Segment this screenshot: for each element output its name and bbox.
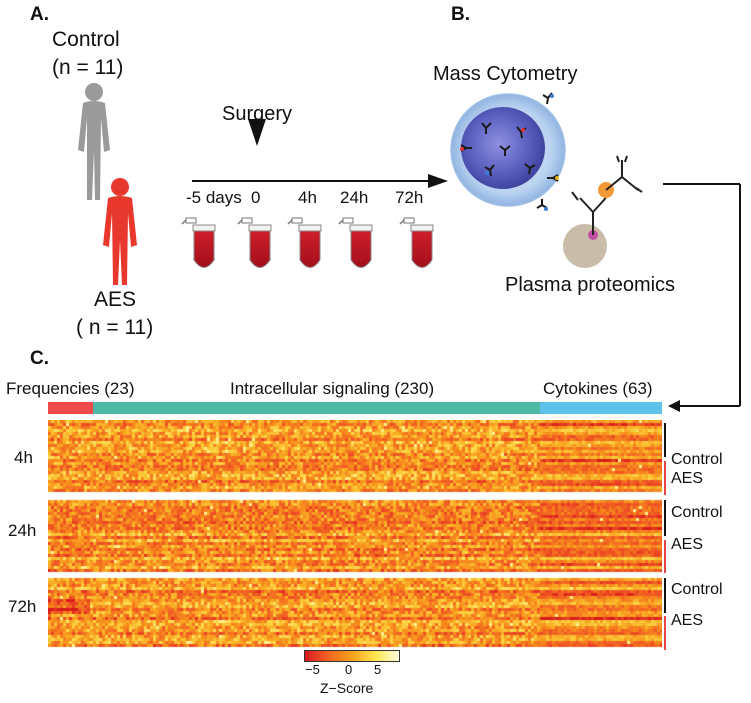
blood-tube-icon — [237, 217, 272, 268]
group-bracket-aes — [664, 540, 666, 573]
timepoint-label: 4h — [298, 188, 317, 207]
aes-count: ( n = 11) — [76, 316, 154, 339]
panel-label-b: B. — [451, 4, 470, 25]
category-label-cytokines: Cytokines (63) — [543, 379, 653, 398]
category-segment-cytokines — [539, 402, 662, 414]
blood-tube-icon — [338, 217, 373, 268]
colorbar-tick: 5 — [374, 662, 382, 677]
heatmap-timepoint-24h: 24h — [8, 521, 37, 540]
group-label-aes: AES — [671, 536, 704, 553]
heatmap-timepoint-72h: 72h — [8, 597, 37, 616]
group-bracket-aes — [664, 461, 666, 495]
group-bracket-control — [664, 578, 666, 613]
colorbar — [304, 650, 400, 662]
colorbar-tick: −5 — [305, 662, 320, 677]
group-bracket-control — [664, 500, 666, 536]
category-color-bar — [48, 402, 662, 414]
surgery-label: Surgery — [222, 103, 293, 125]
category-segment-frequencies — [48, 402, 93, 414]
colorbar-tick: 0 — [345, 662, 353, 677]
group-label-control: Control — [671, 581, 723, 598]
aes-title: AES — [94, 288, 137, 311]
blood-tube-icon — [399, 217, 434, 268]
heatmap-timepoint-4h: 4h — [14, 448, 33, 467]
category-label-frequencies: Frequencies (23) — [6, 379, 135, 398]
group-label-control: Control — [671, 451, 723, 468]
group-bracket-aes — [664, 616, 666, 650]
blood-tube-icon — [287, 217, 322, 268]
timepoint-label: -5 days — [186, 188, 242, 207]
colorbar-label: Z−Score — [320, 680, 374, 696]
timepoint-label: 24h — [340, 188, 369, 207]
control-count: (n = 11) — [52, 56, 124, 79]
group-label-aes: AES — [671, 470, 704, 487]
cell-icon — [450, 92, 566, 211]
timepoint-label: 0 — [251, 188, 261, 207]
panel-label-c: C. — [30, 348, 49, 369]
blood-tube-icon — [181, 217, 216, 268]
surgery-marker-icon — [248, 119, 266, 146]
timepoint-label: 72h — [395, 188, 424, 207]
panel-label-a: A. — [30, 4, 49, 25]
group-label-aes: AES — [671, 612, 704, 629]
plasma-proteomics-label: Plasma proteomics — [505, 274, 676, 296]
category-label-signaling: Intracellular signaling (230) — [230, 379, 435, 398]
control-title: Control — [52, 28, 120, 51]
mass-cytometry-label: Mass Cytometry — [433, 63, 578, 85]
connector-arrow — [663, 183, 741, 412]
heatmap — [48, 420, 662, 648]
group-bracket-control — [664, 423, 666, 457]
timeline-arrow — [192, 174, 448, 188]
group-label-control: Control — [671, 504, 723, 521]
control-person-icon — [78, 83, 110, 200]
category-segment-signaling — [92, 402, 540, 414]
antibody-icon — [563, 155, 643, 268]
aes-person-icon — [103, 178, 137, 285]
